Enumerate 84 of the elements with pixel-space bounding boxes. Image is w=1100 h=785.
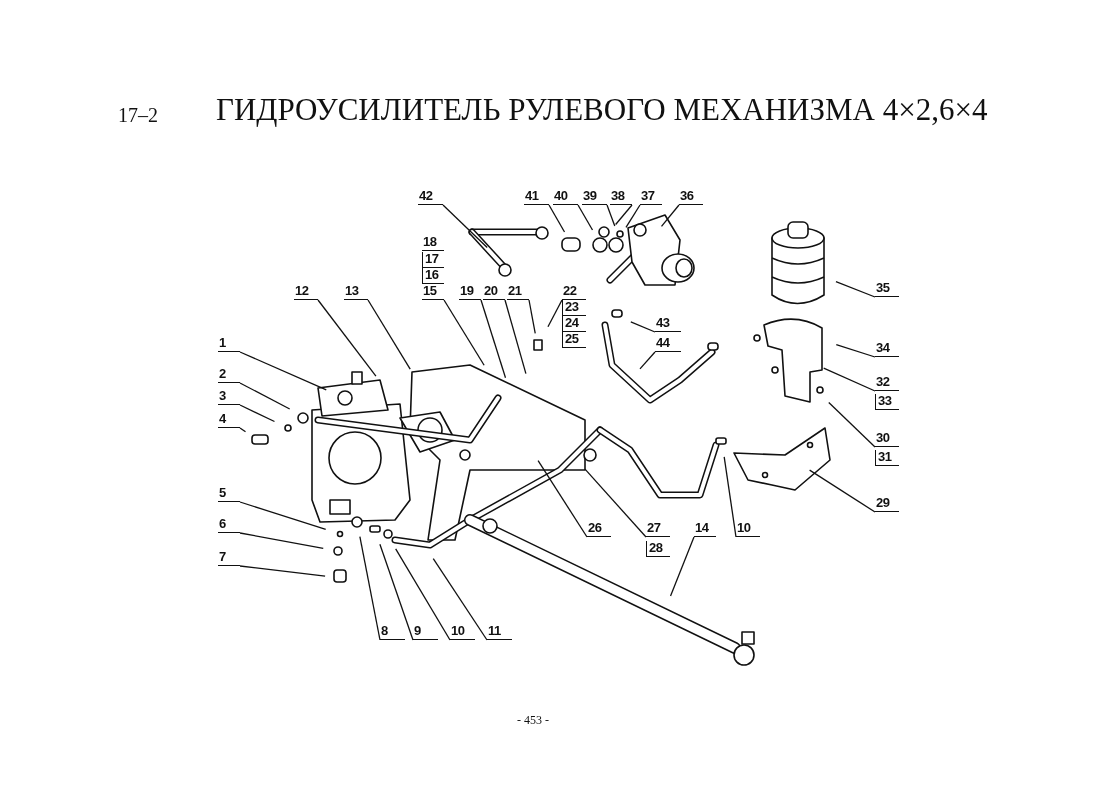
leader-line: [239, 382, 291, 410]
callout-number: 21: [507, 284, 529, 300]
leader-line: [359, 536, 381, 641]
leader-line: [504, 299, 527, 375]
section-number: 17–2: [118, 104, 158, 127]
callout-number: 14: [694, 521, 716, 537]
callout-number: 34: [875, 341, 899, 357]
callout-number: 3: [218, 389, 240, 405]
callout-number: 6: [218, 517, 240, 533]
callout-number: 35: [875, 281, 899, 297]
leader-line: [660, 204, 680, 228]
leader-line: [577, 204, 594, 231]
callout-number: 36: [679, 189, 703, 205]
callout-number: 11: [487, 624, 512, 640]
callout-number: 8: [380, 624, 405, 640]
callout-number: 7: [218, 550, 240, 566]
leader-line: [835, 343, 876, 358]
leader-line: [828, 401, 876, 448]
leader-line: [379, 543, 414, 641]
leader-line: [669, 536, 695, 597]
callout-number: 40: [553, 189, 578, 205]
callout-number: 39: [582, 189, 607, 205]
leader-line: [615, 204, 633, 226]
callout-number: 10: [450, 624, 475, 640]
callout-number: 38: [610, 189, 632, 205]
callout-number: 42: [418, 189, 443, 205]
callout-number: 37: [640, 189, 662, 205]
callout-number: 27: [646, 521, 670, 537]
callout-number: 24: [562, 316, 586, 332]
leader-line: [239, 532, 324, 549]
leader-line: [584, 468, 647, 538]
leader-line: [823, 367, 876, 392]
callout-number: 25: [562, 332, 586, 348]
page-number: - 453 -: [517, 713, 549, 728]
callout-number: 4: [218, 412, 240, 428]
leader-line: [442, 204, 488, 249]
leader-line: [606, 204, 616, 227]
callout-number: 9: [413, 624, 438, 640]
callout-number: 44: [655, 336, 681, 352]
leader-line: [317, 299, 377, 377]
leader-line: [367, 299, 411, 370]
callout-number: 28: [646, 541, 670, 557]
callout-number: 18: [422, 235, 444, 251]
callout-number: 33: [875, 394, 899, 410]
leader-line: [432, 557, 488, 641]
leader-line: [547, 299, 563, 328]
callout-number: 22: [562, 284, 586, 300]
callout-number: 30: [875, 431, 899, 447]
leader-line: [239, 427, 247, 433]
leader-line: [395, 548, 451, 641]
callout-number: 5: [218, 486, 240, 502]
callout-number: 20: [483, 284, 505, 300]
leader-line: [239, 404, 276, 423]
callout-number: 29: [875, 496, 899, 512]
leader-line: [537, 460, 588, 538]
leader-line: [548, 204, 566, 233]
callout-number: 26: [587, 521, 611, 537]
leader-line: [630, 321, 656, 333]
page-title: ГИДРОУСИЛИТЕЛЬ РУЛЕВОГО МЕХАНИЗМА 4×2,6×4: [216, 92, 988, 128]
callout-number: 10: [736, 521, 760, 537]
leader-line: [528, 299, 536, 334]
leader-line: [723, 456, 737, 538]
leader-line: [639, 351, 656, 370]
leader-line: [239, 501, 327, 531]
callout-number: 41: [524, 189, 549, 205]
leader-line: [443, 299, 485, 366]
leader-line: [835, 280, 876, 298]
leader-line: [239, 351, 327, 391]
callout-number: 13: [344, 284, 368, 300]
callout-number: 16: [422, 268, 444, 284]
callout-number: 2: [218, 367, 240, 383]
callout-number: 15: [422, 284, 444, 300]
callout-number: 1: [218, 336, 240, 352]
leader-line: [625, 204, 641, 228]
callout-number: 31: [875, 450, 899, 466]
leader-line: [239, 565, 326, 577]
callout-number: 23: [562, 300, 586, 316]
callout-number: 19: [459, 284, 481, 300]
callout-number: 12: [294, 284, 318, 300]
callout-number: 32: [875, 375, 899, 391]
leader-line: [809, 469, 876, 513]
leader-line: [480, 299, 507, 379]
callout-number: 43: [655, 316, 681, 332]
callout-number: 17: [422, 252, 444, 268]
